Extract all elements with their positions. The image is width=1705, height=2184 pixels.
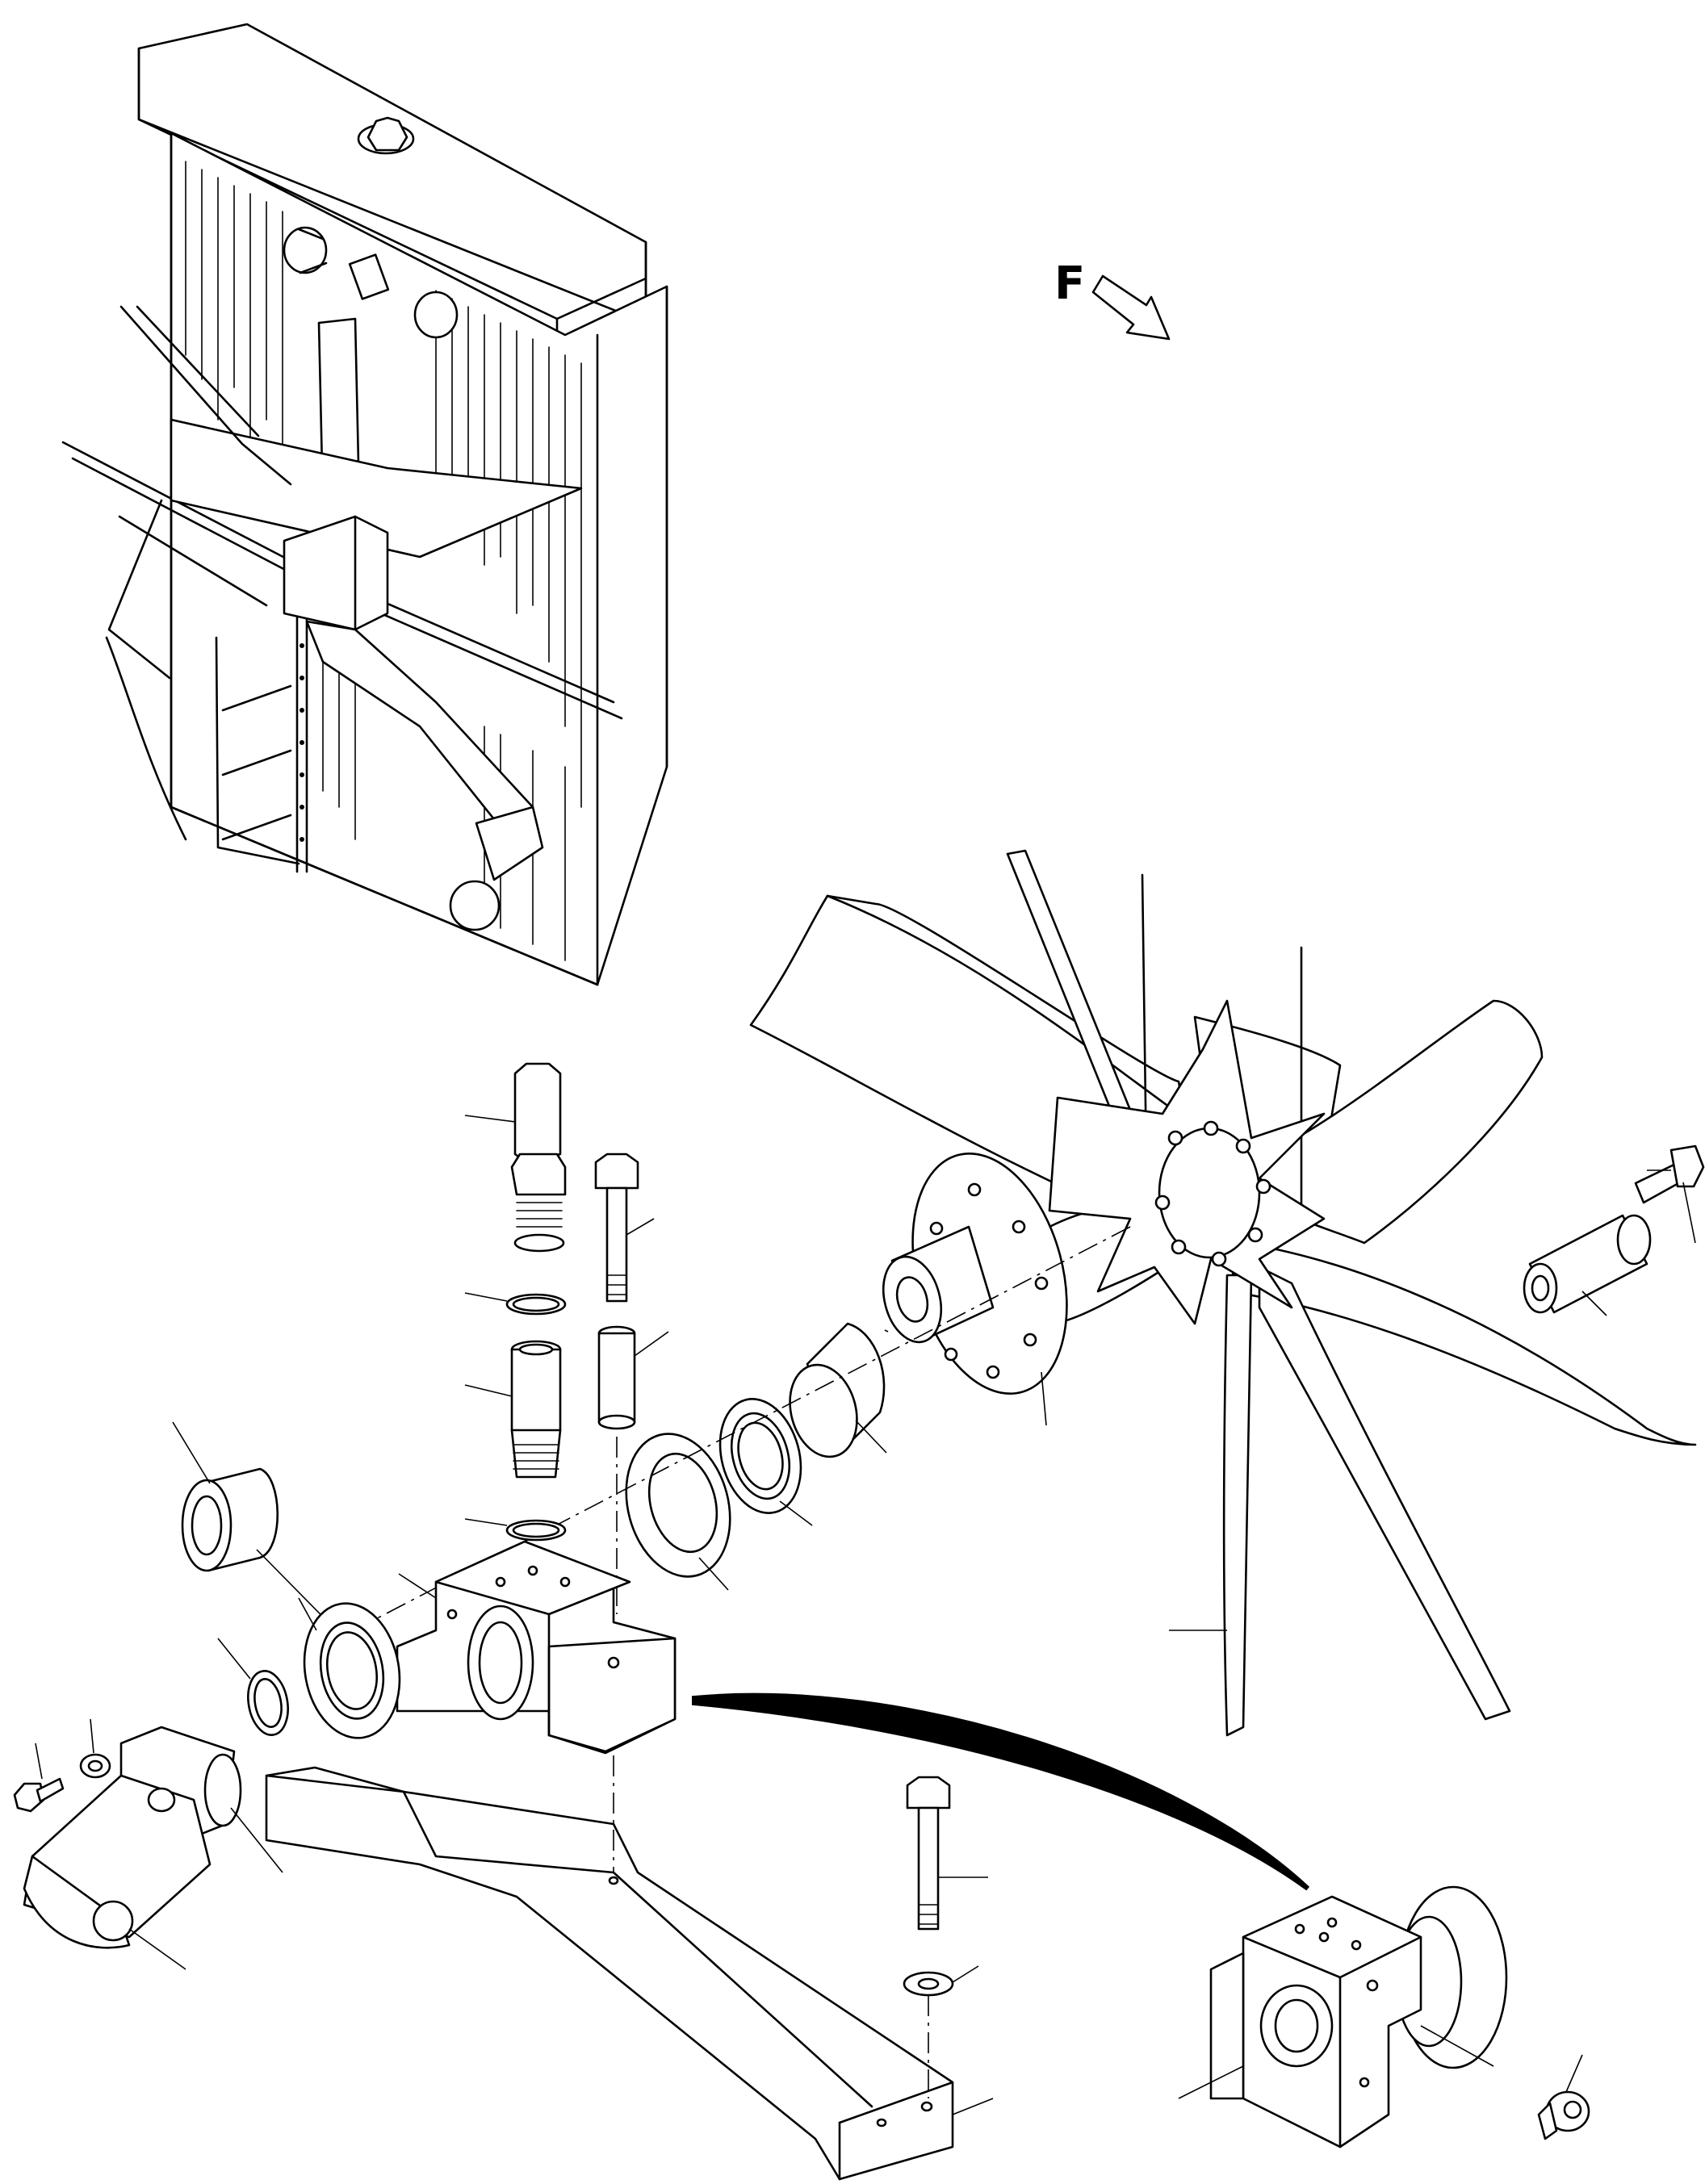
snap-ring: [217, 1638, 289, 1736]
drive-housing: [396, 1540, 677, 1755]
housing-bolt-holes: [446, 1565, 620, 1669]
fan-blade: [1222, 1274, 1253, 1737]
hose-stubs: [283, 226, 501, 931]
direction-label: F: [1054, 257, 1085, 310]
direction-indicator: F: [1054, 257, 1171, 341]
part-leaders: [698, 1329, 1227, 1631]
detail-bolt-holes: [1294, 1917, 1379, 2088]
hydraulic-motor: [23, 1726, 283, 1970]
shaft-components: [322, 1226, 1131, 1647]
fan-bolt-holes: [1154, 1120, 1271, 1267]
radiator-assembly: [61, 23, 668, 986]
fan-blade: [1258, 1266, 1511, 1721]
radiator-fan-bracket: [119, 305, 583, 881]
assembled-housing-detail: [1178, 1885, 1590, 2148]
fan-blade: [1225, 1241, 1697, 1446]
hollow-arrow-icon: [1091, 274, 1171, 341]
rear-bearing: [298, 1597, 401, 1739]
detail-callout-arrow: [692, 1692, 1310, 1891]
filler-cap: [357, 116, 415, 155]
cooling-fan: [749, 849, 1697, 1737]
motor-bolt-washer: [13, 1718, 111, 1813]
coupling-sleeve: [172, 1421, 361, 1655]
support-arm: [265, 1755, 994, 2181]
fan-shaft-hub: [882, 1153, 1068, 1395]
arm-bolt-washer: [903, 1776, 988, 2098]
fan-blade: [1225, 999, 1544, 1245]
valve-stack: [464, 1062, 567, 1542]
mounting-bolt-sleeve: [594, 1153, 669, 1614]
fan-spacer-bolt: [1523, 1144, 1705, 1316]
